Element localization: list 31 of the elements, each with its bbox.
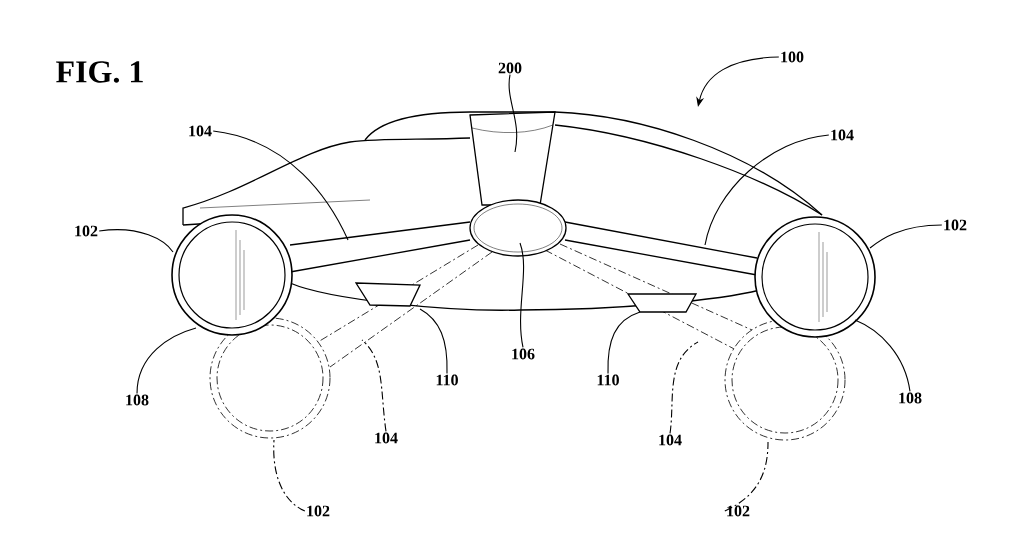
callout-number: 110 [436,374,458,386]
callout-number: 102 [75,225,98,237]
callout-number: 108 [126,394,149,406]
leader-line [419,308,448,374]
callout-number: 102 [727,505,750,517]
callout-number: 104 [831,129,854,141]
leader-line [136,327,197,394]
leader-line [212,130,349,241]
leader-line [854,319,911,392]
callout-number: 102 [307,505,330,517]
leader-line [519,242,525,348]
leader-line [669,341,699,434]
callout-number: 100 [781,51,804,63]
callout-number: 108 [899,392,922,404]
callout-number: 106 [512,348,535,360]
leader-line [696,56,780,107]
callout-number: 104 [659,434,682,446]
leader-line [607,311,641,374]
leader-line [98,229,174,253]
callout-number: 104 [189,125,212,137]
figure-title: FIG. 1 [56,61,143,83]
callout-number: 110 [597,374,619,386]
leader-line [508,74,518,153]
callout-number: 200 [498,62,522,74]
leader-line [869,224,943,249]
leader-line [273,439,306,512]
leader-line [704,134,830,246]
leader-line [724,441,769,512]
leader-line [361,339,387,432]
callout-number: 102 [944,219,967,231]
callout-number: 104 [375,432,398,444]
